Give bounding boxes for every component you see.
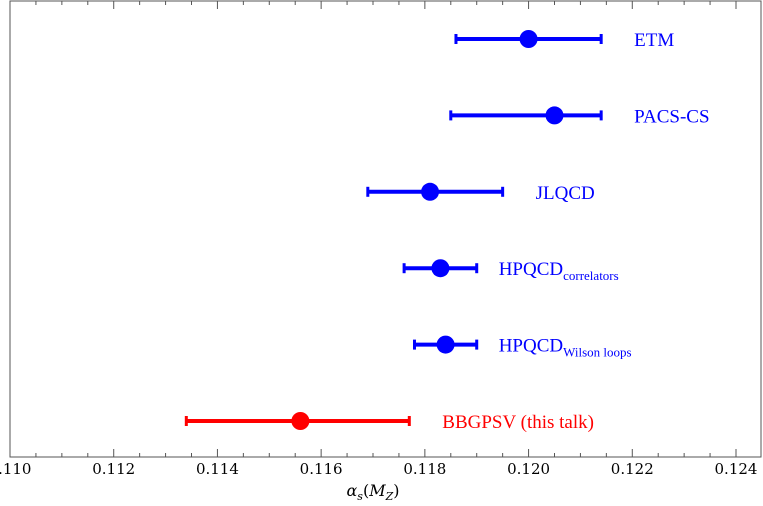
data-point-label-main: BBGPSV (this talk) xyxy=(442,412,594,433)
x-axis-ticks xyxy=(9,1,737,457)
data-point-label: JLQCD xyxy=(536,183,595,204)
x-tick-label: 0.118 xyxy=(403,460,446,478)
data-point-label-main: HPQCD xyxy=(499,259,563,280)
data-point-label: PACS-CS xyxy=(634,106,709,127)
data-point-label-main: HPQCD xyxy=(499,336,563,357)
x-tick-label: 0.120 xyxy=(507,460,550,478)
data-point-group: JLQCD xyxy=(366,182,595,204)
data-point-label: ETM xyxy=(634,30,674,51)
data-point-marker xyxy=(436,335,455,354)
data-point-label-main: JLQCD xyxy=(536,183,595,204)
data-point-marker xyxy=(291,412,310,430)
data-series: ETMPACS-CSJLQCDHPQCDcorrelatorsHPQCDWils… xyxy=(184,30,710,433)
x-tick-label: 0.124 xyxy=(715,460,758,478)
data-point-marker xyxy=(545,106,564,125)
data-point-label-main: PACS-CS xyxy=(634,106,709,127)
data-point-marker xyxy=(519,30,538,48)
data-point-group: BBGPSV (this talk) xyxy=(184,412,594,433)
x-tick-label: 0.114 xyxy=(196,460,239,478)
data-point-marker xyxy=(421,182,440,201)
data-point-group: ETM xyxy=(454,30,674,51)
data-point-label: HPQCDcorrelators xyxy=(499,259,619,283)
plot-frame xyxy=(9,0,762,458)
x-tick-label: 0.122 xyxy=(611,460,654,478)
x-tick-label: 0.116 xyxy=(300,460,343,478)
x-tick-label: 0.110 xyxy=(0,460,31,478)
data-point-group: PACS-CS xyxy=(449,106,710,127)
data-point-label-main: ETM xyxy=(634,30,674,51)
data-point-label: BBGPSV (this talk) xyxy=(442,412,594,433)
data-point-marker xyxy=(431,259,450,278)
x-axis-title: αs(MZ) xyxy=(346,481,399,503)
data-point-label: HPQCDWilson loops xyxy=(499,336,632,360)
data-point-group: HPQCDcorrelators xyxy=(402,259,619,283)
x-axis-tick-labels: 0.110 0.112 0.114 0.116 0.118 0.120 0.122 0.124 xyxy=(0,460,757,478)
data-point-label-subscript: correlators xyxy=(563,268,619,283)
x-tick-label: 0.112 xyxy=(92,460,135,478)
data-point-group: HPQCDWilson loops xyxy=(412,335,632,360)
data-point-label-subscript: Wilson loops xyxy=(563,345,631,360)
